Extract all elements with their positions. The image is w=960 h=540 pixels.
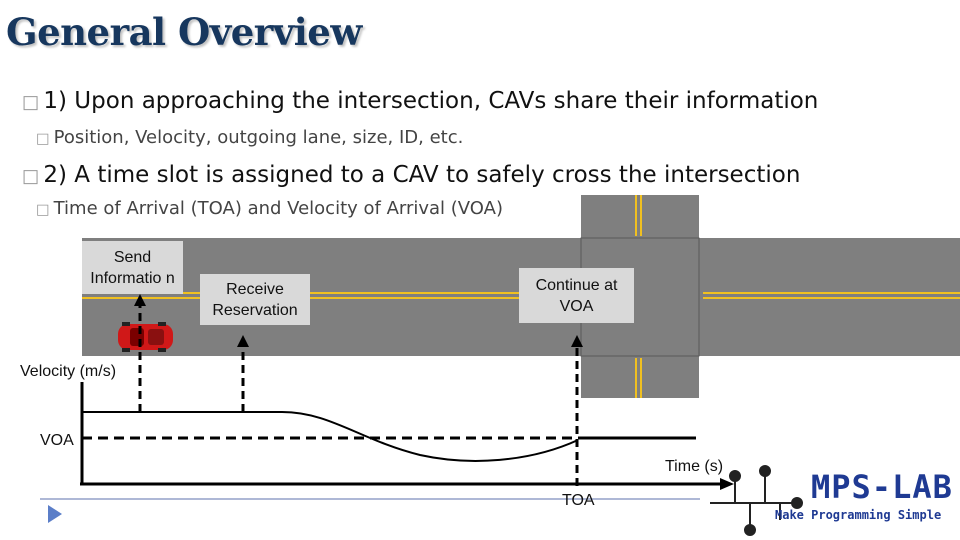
bullet-1: □1) Upon approaching the intersection, C… xyxy=(22,88,818,114)
toa-marker-arrowhead xyxy=(571,335,583,347)
bullet-1-text: 1) Upon approaching the intersection, CA… xyxy=(43,88,819,114)
logo-network-icon xyxy=(710,465,803,536)
x-axis-arrowhead xyxy=(720,478,734,490)
play-triangle-icon[interactable] xyxy=(48,505,62,523)
sub-bullet-2-text: Time of Arrival (TOA) and Velocity of Ar… xyxy=(53,198,503,219)
car-icon xyxy=(118,322,173,352)
sub-bullet-1: □Position, Velocity, outgoing lane, size… xyxy=(36,127,463,148)
bullet-2: □2) A time slot is assigned to a CAV to … xyxy=(22,162,800,188)
checkbox-icon: □ xyxy=(22,92,40,113)
velocity-curve xyxy=(82,411,579,462)
x-axis-label: Time (s) xyxy=(665,458,724,475)
mps-lab-logo: MPS-LAB Make Programming Simple xyxy=(775,470,953,522)
sub-bullet-1-text: Position, Velocity, outgoing lane, size,… xyxy=(53,127,464,148)
logo-main-text: MPS-LAB xyxy=(811,468,953,506)
checkbox-icon: □ xyxy=(36,131,50,147)
toa-label: TOA xyxy=(562,492,595,509)
send-marker-arrowhead xyxy=(134,294,146,306)
logo-tagline: Make Programming Simple xyxy=(775,508,942,522)
checkbox-icon: □ xyxy=(22,166,40,187)
receive-reservation-box: Receive Reservation xyxy=(200,274,310,325)
y-axis-label: Velocity (m/s) xyxy=(20,363,117,380)
voa-label: VOA xyxy=(40,432,74,449)
sub-bullet-2: □Time of Arrival (TOA) and Velocity of A… xyxy=(36,198,503,219)
checkbox-icon: □ xyxy=(36,202,50,218)
bullet-2-text: 2) A time slot is assigned to a CAV to s… xyxy=(43,162,801,188)
continue-at-voa-box: Continue at VOA xyxy=(519,268,634,323)
slide-title: General Overview xyxy=(6,10,362,54)
send-information-box: Send Informatio n xyxy=(82,241,183,294)
receive-marker-arrowhead xyxy=(237,335,249,347)
